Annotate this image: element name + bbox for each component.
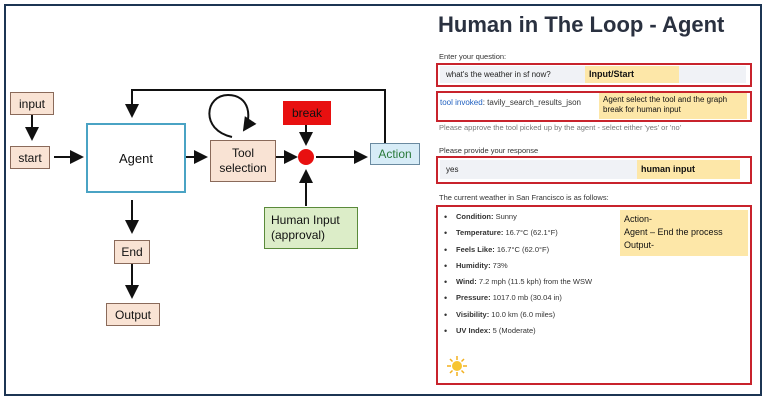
node-start: start xyxy=(10,146,50,169)
sun-icon xyxy=(447,356,467,376)
weather-item: Condition: Sunny xyxy=(444,212,592,228)
question-box xyxy=(436,63,752,87)
tool-selection-line1: Tool xyxy=(231,146,254,160)
tool-selection-line2: selection xyxy=(219,161,267,175)
node-end: End xyxy=(114,240,150,264)
note-output-line3: Output- xyxy=(624,240,655,250)
diagram-arrows xyxy=(25,89,386,299)
node-input: input xyxy=(10,92,54,115)
weather-item: Visibility: 10.0 km (6.0 miles) xyxy=(444,310,592,326)
outer-frame xyxy=(4,4,762,396)
break-node xyxy=(298,149,314,165)
node-agent: Agent xyxy=(86,123,186,193)
response-input-value: yes xyxy=(446,165,459,174)
response-label: Please provide your response xyxy=(439,146,539,155)
human-input-line1: Human Input xyxy=(271,213,340,227)
node-human-input: Human Input (approval) xyxy=(264,207,358,249)
arrow-action-agent-loop xyxy=(125,89,386,143)
note-output: Action- Agent – End the process Output- xyxy=(620,210,748,256)
weather-item: Humidity: 73% xyxy=(444,261,592,277)
agent-flow-diagram: input start Agent Tool selection break A… xyxy=(10,89,420,326)
app-title: Human in The Loop - Agent xyxy=(438,12,725,37)
tool-invoked-prefix: tool invoked xyxy=(440,98,483,107)
tool-invoked-value: : tavily_search_results_json xyxy=(482,98,581,107)
weather-item: Feels Like: 16.7°C (62.0°F) xyxy=(444,245,592,261)
weather-item: Temperature: 16.7°C (62.1°F) xyxy=(444,228,592,244)
weather-item: UV Index: 5 (Moderate) xyxy=(444,326,592,342)
note-input-start: Input/Start xyxy=(585,66,679,83)
arrow-tool-selfloop xyxy=(208,93,257,138)
weather-intro: The current weather in San Francisco is … xyxy=(439,193,609,202)
node-output: Output xyxy=(106,303,160,326)
note-output-line2: Agent – End the process xyxy=(624,227,723,237)
output-box xyxy=(436,205,752,385)
note-tool: Agent select the tool and the graph brea… xyxy=(599,93,747,119)
node-break-label: break xyxy=(283,101,331,125)
note-output-line1: Action- xyxy=(624,214,653,224)
response-box xyxy=(436,156,752,184)
tool-box xyxy=(436,91,752,122)
weather-item: Wind: 7.2 mph (11.5 kph) from the WSW xyxy=(444,277,592,293)
human-input-line2: (approval) xyxy=(271,228,326,242)
weather-list: Condition: Sunny Temperature: 16.7°C (62… xyxy=(444,212,592,342)
tool-invoked-line: tool invoked: tavily_search_results_json xyxy=(440,98,581,107)
question-label: Enter your question: xyxy=(439,52,507,61)
node-action: Action xyxy=(370,143,420,165)
weather-item: Pressure: 1017.0 mb (30.04 in) xyxy=(444,293,592,309)
question-input-value: what's the weather in sf now? xyxy=(446,70,551,79)
node-tool-selection: Tool selection xyxy=(210,140,276,182)
approve-text: Please approve the tool picked up by the… xyxy=(439,123,682,132)
note-human-input: human input xyxy=(637,160,740,179)
